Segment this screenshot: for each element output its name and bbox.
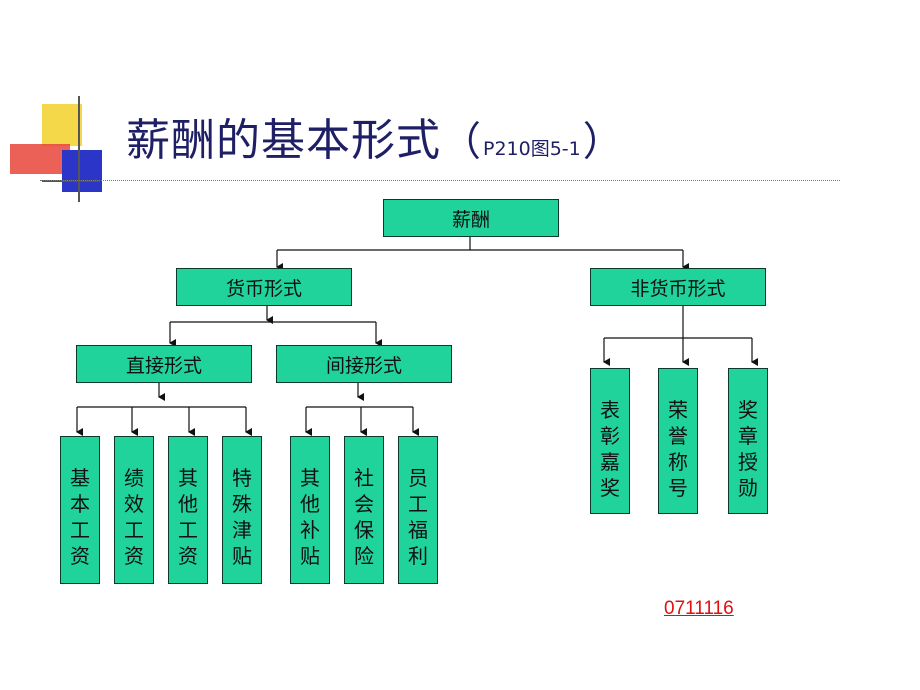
page-title: 薪酬的基本形式 （ P210图5-1 ） (126, 104, 623, 168)
footer-link[interactable]: 0711116 (664, 598, 734, 619)
node-social-insurance: 社会保险 (344, 436, 384, 584)
title-close-paren: ） (582, 119, 623, 165)
deco-horizontal-line (42, 180, 100, 182)
node-monetary: 货币形式 (176, 268, 352, 306)
deco-red-square (10, 144, 70, 174)
deco-blue-square (62, 150, 102, 192)
node-medal-award: 奖章授勋 (728, 368, 768, 514)
deco-yellow-square (42, 104, 82, 146)
node-non-monetary: 非货币形式 (590, 268, 766, 306)
node-employee-welfare: 员工福利 (398, 436, 438, 584)
node-commendation: 表彰嘉奖 (590, 368, 630, 514)
node-other-subsidy: 其他补贴 (290, 436, 330, 584)
deco-vertical-line (78, 96, 80, 202)
node-basic-salary: 基本工资 (60, 436, 100, 584)
title-figure-ref: P210图5-1 (483, 138, 581, 160)
title-main: 薪酬的基本形式 (126, 115, 441, 166)
node-special-allowance: 特殊津贴 (222, 436, 262, 584)
node-honorary-title: 荣誉称号 (658, 368, 698, 514)
title-open-paren: （ (441, 119, 481, 165)
node-salary-root: 薪酬 (383, 199, 559, 237)
node-other-salary: 其他工资 (168, 436, 208, 584)
node-direct: 直接形式 (76, 345, 252, 383)
node-indirect: 间接形式 (276, 345, 452, 383)
node-performance-salary: 绩效工资 (114, 436, 154, 584)
title-divider (40, 180, 840, 181)
